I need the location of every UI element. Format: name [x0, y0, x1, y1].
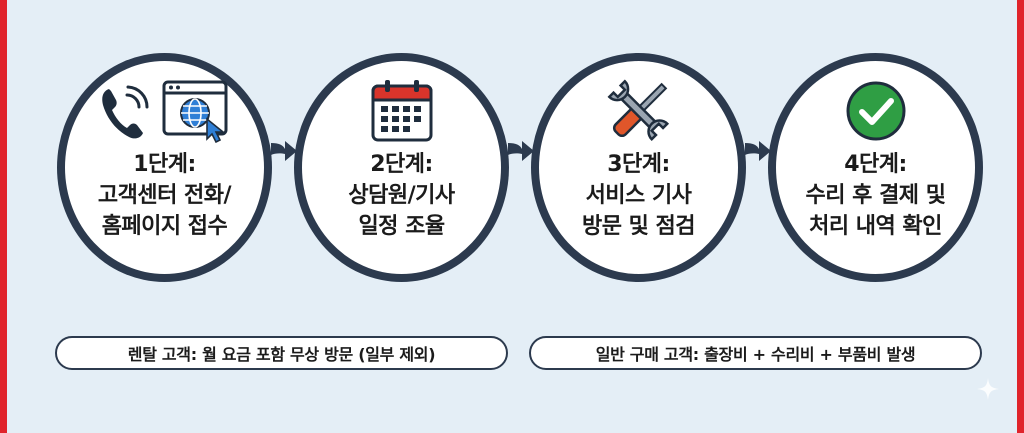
step-1-title: 1단계: — [133, 152, 196, 177]
step-4-line-2: 수리 후 결제 및 — [805, 183, 946, 208]
rental-note-pill: 렌탈 고객: 월 요금 포함 무상 방문 (일부 제외) — [55, 336, 508, 370]
tools-icon — [607, 79, 669, 142]
step-1-circle: 1단계: 고객센터 전화/ 홈페이지 접수 — [57, 53, 272, 282]
step-3-line-3: 방문 및 점검 — [581, 214, 696, 239]
step-2-circle: 2단계: 상담원/기사 일정 조율 — [294, 53, 509, 282]
step-2-title: 2단계: — [370, 152, 433, 177]
arrow-3-icon — [745, 141, 771, 161]
step-3-title: 3단계: — [607, 152, 670, 177]
step-3-line-2: 서비스 기사 — [585, 183, 692, 208]
step-2-line-2: 상담원/기사 — [348, 183, 455, 208]
step-4-line-3: 처리 내역 확인 — [809, 214, 942, 239]
rental-note-text: 렌탈 고객: 월 요금 포함 무상 방문 (일부 제외) — [127, 345, 436, 364]
arrow-2-icon — [508, 141, 534, 161]
purchase-note-pill: 일반 구매 고객: 출장비 + 수리비 + 부품비 발생 — [529, 336, 982, 370]
step-4-title: 4단계: — [844, 152, 907, 177]
step-3-circle: 3단계: 서비스 기사 방문 및 점검 — [531, 53, 746, 282]
step-1-line-3: 홈페이지 접수 — [101, 214, 228, 239]
phone-icon — [101, 85, 149, 139]
calendar-icon — [371, 80, 432, 142]
arrow-1-icon — [271, 141, 297, 161]
step-2-line-3: 일정 조율 — [358, 214, 445, 239]
check-circle-icon — [846, 81, 905, 141]
sparkle-icon — [977, 378, 999, 400]
web-browser-icon — [162, 80, 227, 143]
step-1-line-2: 고객센터 전화/ — [97, 183, 232, 208]
step-4-circle: 4단계: 수리 후 결제 및 처리 내역 확인 — [768, 53, 983, 282]
purchase-note-text: 일반 구매 고객: 출장비 + 수리비 + 부품비 발생 — [595, 345, 916, 364]
